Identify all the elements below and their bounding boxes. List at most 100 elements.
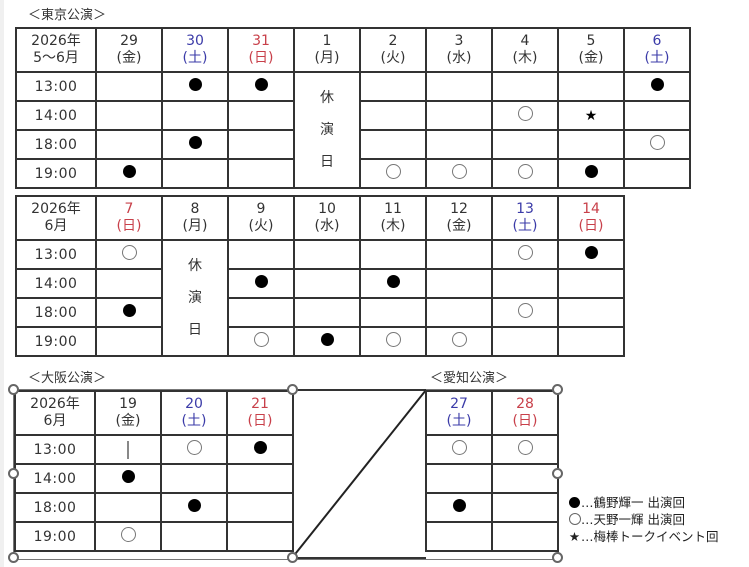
schedule-cell[interactable] <box>425 71 493 102</box>
resize-handle-top-center[interactable] <box>287 384 298 395</box>
schedule-cell[interactable] <box>359 71 427 102</box>
schedule-cell[interactable] <box>425 100 493 131</box>
schedule-cell[interactable] <box>227 297 295 328</box>
schedule-cell[interactable] <box>227 100 295 131</box>
resize-handle-bottom-left[interactable] <box>8 552 19 563</box>
schedule-cell[interactable] <box>359 297 427 328</box>
schedule-cell[interactable] <box>94 521 162 552</box>
rest-day-cell: 休演日 <box>293 71 361 189</box>
schedule-cell[interactable] <box>557 239 625 270</box>
schedule-cell[interactable] <box>226 521 294 552</box>
schedule-cell[interactable] <box>95 158 163 189</box>
schedule-cell[interactable] <box>359 268 427 299</box>
schedule-cell[interactable] <box>425 492 493 523</box>
year-month-label: 2026年 <box>31 201 81 217</box>
schedule-cell[interactable] <box>94 463 162 494</box>
schedule-cell[interactable] <box>227 239 295 270</box>
schedule-cell[interactable] <box>491 297 559 328</box>
schedule-cell[interactable] <box>95 268 163 299</box>
schedule-cell[interactable] <box>293 326 361 357</box>
schedule-cell[interactable] <box>160 434 228 465</box>
day-header: 4(木) <box>491 27 559 73</box>
schedule-cell[interactable] <box>425 239 493 270</box>
schedule-cell[interactable] <box>95 71 163 102</box>
schedule-cell[interactable] <box>491 158 559 189</box>
schedule-cell[interactable] <box>557 326 625 357</box>
schedule-cell[interactable] <box>293 297 361 328</box>
schedule-cell[interactable] <box>293 268 361 299</box>
filled-circle-icon <box>254 275 268 288</box>
schedule-cell[interactable] <box>227 326 295 357</box>
schedule-cell[interactable] <box>226 463 294 494</box>
open-circle-icon <box>121 245 137 260</box>
schedule-cell[interactable] <box>227 158 295 189</box>
schedule-cell[interactable] <box>227 71 295 102</box>
schedule-cell[interactable] <box>491 434 559 465</box>
schedule-cell[interactable] <box>160 492 228 523</box>
schedule-cell[interactable] <box>359 100 427 131</box>
schedule-cell[interactable] <box>425 434 493 465</box>
schedule-cell[interactable] <box>491 100 559 131</box>
star-icon: ★ <box>584 107 598 124</box>
schedule-cell[interactable] <box>293 239 361 270</box>
schedule-cell[interactable] <box>94 434 162 465</box>
resize-handle-bottom-right[interactable] <box>552 552 563 563</box>
schedule-cell[interactable] <box>161 129 229 160</box>
schedule-cell[interactable] <box>161 158 229 189</box>
schedule-cell[interactable] <box>557 297 625 328</box>
time-row: 14:00 <box>14 463 294 494</box>
schedule-cell[interactable] <box>161 100 229 131</box>
schedule-cell[interactable] <box>95 129 163 160</box>
schedule-cell[interactable] <box>226 492 294 523</box>
schedule-cell[interactable] <box>623 100 691 131</box>
schedule-cell[interactable] <box>95 297 163 328</box>
time-label: 14:00 <box>15 100 97 131</box>
schedule-cell[interactable] <box>491 71 559 102</box>
schedule-cell[interactable] <box>94 492 162 523</box>
schedule-cell[interactable] <box>491 492 559 523</box>
schedule-cell[interactable] <box>95 239 163 270</box>
schedule-cell[interactable] <box>425 463 493 494</box>
schedule-cell[interactable] <box>425 297 493 328</box>
schedule-cell[interactable] <box>227 129 295 160</box>
schedule-cell[interactable] <box>623 71 691 102</box>
schedule-cell[interactable]: ★ <box>557 100 625 131</box>
schedule-cell[interactable] <box>557 158 625 189</box>
schedule-cell[interactable] <box>425 326 493 357</box>
schedule-cell[interactable] <box>160 463 228 494</box>
schedule-cell[interactable] <box>359 326 427 357</box>
schedule-cell[interactable] <box>425 129 493 160</box>
schedule-cell[interactable] <box>95 100 163 131</box>
schedule-cell[interactable] <box>425 158 493 189</box>
schedule-cell[interactable] <box>623 158 691 189</box>
schedule-cell[interactable] <box>160 521 228 552</box>
schedule-cell[interactable] <box>359 239 427 270</box>
schedule-cell[interactable] <box>359 129 427 160</box>
resize-handle-top-left[interactable] <box>8 384 19 395</box>
schedule-cell[interactable] <box>161 71 229 102</box>
schedule-cell[interactable] <box>359 158 427 189</box>
schedule-cell[interactable] <box>491 239 559 270</box>
schedule-cell[interactable] <box>95 326 163 357</box>
resize-handle-top-right[interactable] <box>552 384 563 395</box>
schedule-cell[interactable] <box>557 268 625 299</box>
schedule-cell[interactable] <box>557 71 625 102</box>
open-circle-icon <box>451 440 467 455</box>
schedule-cell[interactable] <box>227 268 295 299</box>
schedule-cell[interactable] <box>425 521 493 552</box>
schedule-cell[interactable] <box>491 521 559 552</box>
schedule-cell[interactable] <box>623 129 691 160</box>
date-number: 19 <box>119 396 137 412</box>
schedule-cell[interactable] <box>491 463 559 494</box>
schedule-cell[interactable] <box>491 129 559 160</box>
schedule-cell[interactable] <box>557 129 625 160</box>
schedule-cell[interactable] <box>425 268 493 299</box>
resize-handle-middle-left[interactable] <box>8 468 19 479</box>
schedule-cell[interactable] <box>491 268 559 299</box>
resize-handle-middle-right[interactable] <box>552 468 563 479</box>
schedule-cell[interactable] <box>491 326 559 357</box>
resize-handle-bottom-center[interactable] <box>287 552 298 563</box>
schedule-cell[interactable] <box>226 434 294 465</box>
